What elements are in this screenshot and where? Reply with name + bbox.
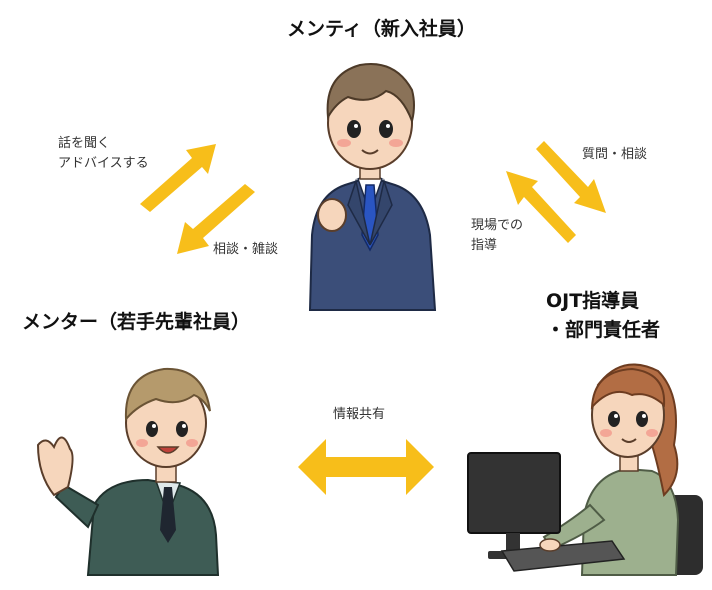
arrow-mentee-to-mentor [177, 184, 255, 254]
mentor-illustration [36, 367, 220, 576]
arrow-mentor-to-mentee [140, 144, 216, 212]
label-info-share: 情報共有 [333, 407, 386, 422]
ojt-title-line2: ・部門責任者 [546, 319, 661, 341]
label-mentor-advice-line2: アドバイスする [58, 156, 149, 171]
arrow-info-share [298, 439, 434, 495]
arrow-mentee-to-ojt [536, 141, 606, 213]
arrow-ojt-to-mentee [506, 171, 576, 243]
mentee-illustration [308, 63, 437, 311]
ojt-title-line1: OJT指導員 [546, 290, 640, 312]
label-question-consult: 質問・相談 [582, 147, 648, 162]
label-onsite-guidance-line2: 指導 [471, 238, 498, 253]
label-onsite-guidance-line1: 現場での [471, 218, 524, 233]
label-mentor-advice: 話を聞く アドバイスする [58, 134, 149, 174]
label-mentor-advice-line1: 話を聞く [58, 136, 111, 151]
mentor-title: メンター（若手先輩社員） [22, 311, 251, 333]
label-onsite-guidance: 現場での 指導 [471, 216, 523, 256]
label-consult-chat: 相談・雑談 [213, 242, 279, 257]
mentee-title: メンティ（新入社員） [287, 18, 476, 40]
ojt-illustration [467, 363, 703, 576]
